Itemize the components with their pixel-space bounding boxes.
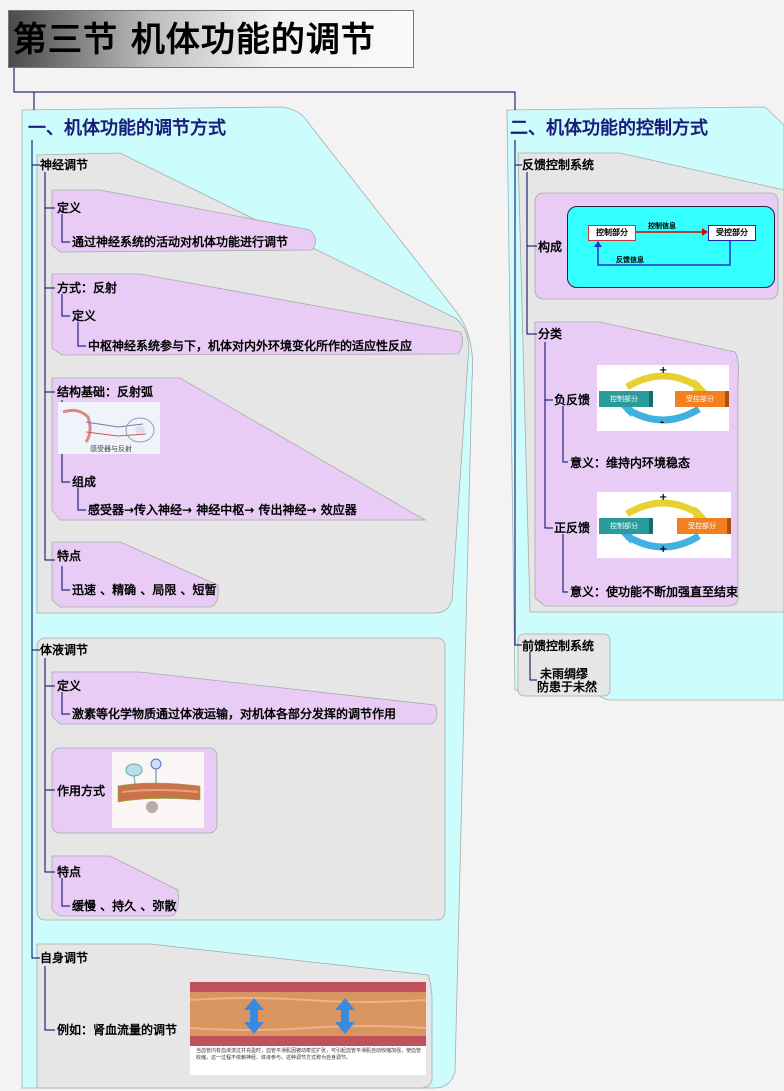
- neural-basis-label: 结构基础：反射弧: [57, 385, 154, 399]
- feedforward-text-1: 未雨绸缪: [540, 667, 589, 681]
- humoral-mode-label: 作用方式: [57, 784, 106, 798]
- control-info-label: 控制信息: [648, 222, 676, 230]
- page-title: 第三节 机体功能的调节: [8, 10, 414, 68]
- controller-box: 控制部分: [588, 225, 636, 241]
- auto-example-label: 例如：肾血流量的调节: [57, 1023, 178, 1037]
- neural-mode-def-text: 中枢神经系统参与下，机体对内外环境变化所作的适应性反应: [88, 339, 413, 353]
- feedforward-label: 前馈控制系统: [522, 639, 595, 653]
- humoral-mode-drawing: [112, 752, 204, 828]
- humoral-def-label: 定义: [57, 679, 82, 693]
- humoral-feat-text: 缓慢 、持久 、弥散: [72, 899, 177, 913]
- neural-def-shape: [51, 189, 316, 253]
- reflex-arc-caption: 感受器与反射: [90, 445, 132, 453]
- neural-feat-text: 迅速 、精确 、局限 、短暂: [72, 583, 217, 597]
- positive-left-box: 控制部分: [599, 518, 653, 534]
- feedback-system-diagram: 控制部分 受控部分 控制信息 反馈信息: [567, 206, 775, 288]
- humoral-feat-label: 特点: [57, 865, 82, 879]
- positive-feedback-meaning: 意义：使功能不断加强直至结束: [570, 585, 739, 599]
- positive-bottom-sign: +: [659, 544, 668, 555]
- negative-feedback-meaning: 意义：维持内环境稳态: [570, 456, 691, 470]
- neural-comp-label: 组成: [72, 475, 97, 489]
- reflex-arc-image: 感受器与反射: [58, 402, 160, 454]
- feedback-comp-label: 构成: [538, 240, 563, 254]
- feedback-class-label: 分类: [538, 327, 563, 341]
- negative-bottom-sign: -: [660, 417, 665, 428]
- right-heading: 二、机体功能的控制方式: [510, 118, 708, 139]
- feedback-system-lines: [594, 228, 731, 266]
- autoregulation-caption: 当血管内有血液流过并充盈时，血管平滑肌因被动牵拉扩张，可引起血管平滑肌自动收缩加…: [196, 1048, 422, 1061]
- feedforward-text-2: 防患于未然: [537, 680, 598, 694]
- positive-feedback-image: 控制部分 受控部分 + +: [597, 492, 731, 558]
- auto-label: 自身调节: [40, 951, 89, 965]
- autoregulation-image: 当血管内有血液流过并充盈时，血管平滑肌因被动牵拉扩张，可引起血管平滑肌自动收缩加…: [189, 982, 427, 1075]
- humoral-def-text: 激素等化学物质通过体液运输，对机体各部分发挥的调节作用: [72, 707, 397, 721]
- autoregulation-drawing: [189, 982, 427, 1046]
- negative-feedback-label: 负反馈: [554, 393, 591, 407]
- feedforward-group-shape: [517, 633, 611, 697]
- neural-feat-label: 特点: [57, 549, 82, 563]
- neural-feat-shape: [51, 541, 219, 608]
- positive-feedback-label: 正反馈: [554, 521, 591, 535]
- neural-def-text: 通过神经系统的活动对机体功能进行调节: [72, 235, 289, 249]
- humoral-def-shape: [51, 671, 438, 725]
- controlled-box: 受控部分: [708, 225, 756, 241]
- neural-def-label: 定义: [57, 201, 82, 215]
- negative-left-box: 控制部分: [599, 391, 653, 407]
- negative-feedback-image: 控制部分 受控部分 + -: [597, 365, 729, 431]
- feedback-info-label: 反馈信息: [616, 256, 644, 264]
- negative-top-sign: +: [659, 365, 668, 376]
- humoral-feat-shape: [51, 855, 179, 917]
- reflex-arc-drawing: [58, 402, 160, 454]
- positive-top-sign: +: [659, 492, 668, 503]
- neural-comp-text: 感受器→传入神经→ 神经中枢→ 传出神经→ 效应器: [88, 503, 357, 517]
- positive-right-box: 受控部分: [677, 518, 731, 534]
- feedback-label: 反馈控制系统: [522, 158, 595, 172]
- humoral-label: 体液调节: [40, 643, 89, 657]
- left-heading: 一、机体功能的调节方式: [28, 118, 226, 139]
- humoral-mode-image: [112, 752, 204, 828]
- neural-mode-def-label: 定义: [72, 309, 97, 323]
- negative-right-box: 受控部分: [675, 391, 729, 407]
- neural-label: 神经调节: [40, 158, 89, 172]
- neural-mode-shape: [51, 273, 463, 356]
- neural-mode-label: 方式：反射: [57, 281, 118, 295]
